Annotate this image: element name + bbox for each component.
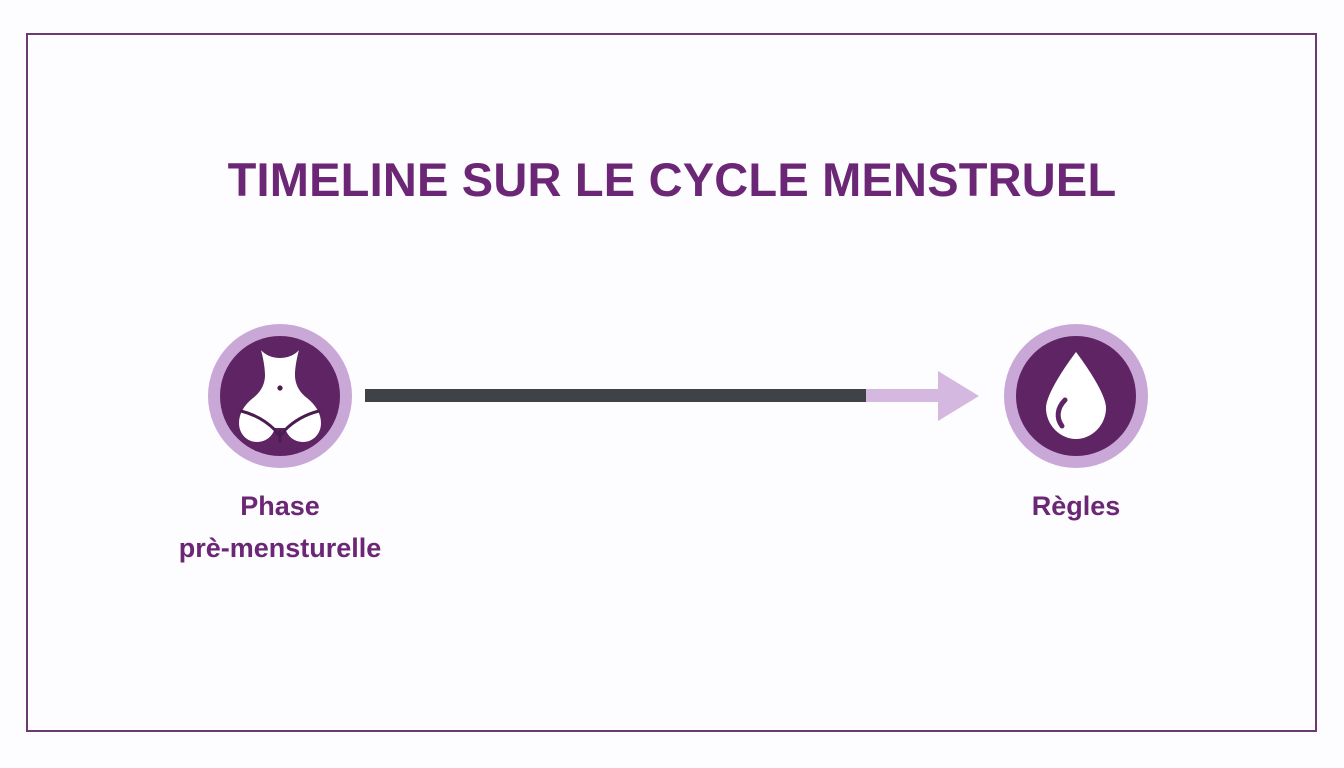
node-label-pre-menstrual: Phase prè-mensturelle: [80, 486, 480, 570]
connector-dark-segment: [365, 389, 866, 402]
connector-arrowhead-icon: [938, 371, 979, 421]
timeline-node-pre-menstrual[interactable]: [208, 324, 352, 468]
blood-drop-icon: [1016, 336, 1136, 456]
node-label-line1: Phase: [240, 491, 320, 521]
connector-light-shaft: [866, 389, 942, 402]
node-label-line1: Règles: [1031, 491, 1121, 521]
page-title: TIMELINE SUR LE CYCLE MENSTRUEL: [227, 153, 1117, 206]
node-label-regles: Règles: [876, 486, 1276, 528]
timeline-node-regles[interactable]: [1004, 324, 1148, 468]
node-label-line2: prè-mensturelle: [178, 532, 382, 563]
female-torso-icon: [220, 336, 340, 456]
